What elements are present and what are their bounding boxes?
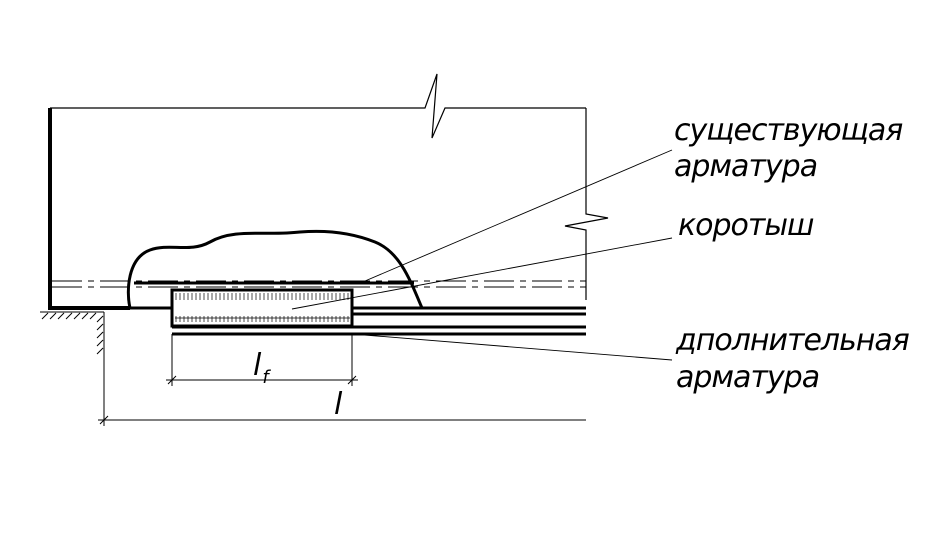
weld-hatch-bottom — [175, 316, 349, 322]
dimension-l — [98, 360, 586, 426]
slab-outline — [50, 73, 609, 300]
leader-additional-rebar — [351, 333, 673, 361]
support-hatching — [40, 311, 105, 360]
label-stub: коротыш — [678, 208, 814, 243]
left-wall — [48, 108, 130, 310]
additional-rebar — [172, 312, 586, 336]
label-additional-rebar-line2: арматура — [676, 360, 819, 395]
label-existing-rebar-line1: существующая — [674, 113, 903, 148]
dashed-rebar-lines — [52, 280, 586, 288]
dimension-lf — [166, 334, 358, 386]
leader-existing-rebar — [357, 149, 673, 285]
weld-hatch-top — [175, 293, 349, 300]
stub-bar — [170, 288, 354, 328]
concrete-breakout-outline — [126, 229, 424, 309]
dimension-lf-label: lf — [253, 348, 271, 388]
leader-lines — [291, 149, 673, 361]
dimension-l-label: l — [334, 387, 343, 422]
label-existing-rebar-line2: арматура — [674, 149, 817, 184]
label-additional-rebar-line1: дполнительная — [675, 323, 910, 358]
leader-stub — [291, 237, 673, 310]
